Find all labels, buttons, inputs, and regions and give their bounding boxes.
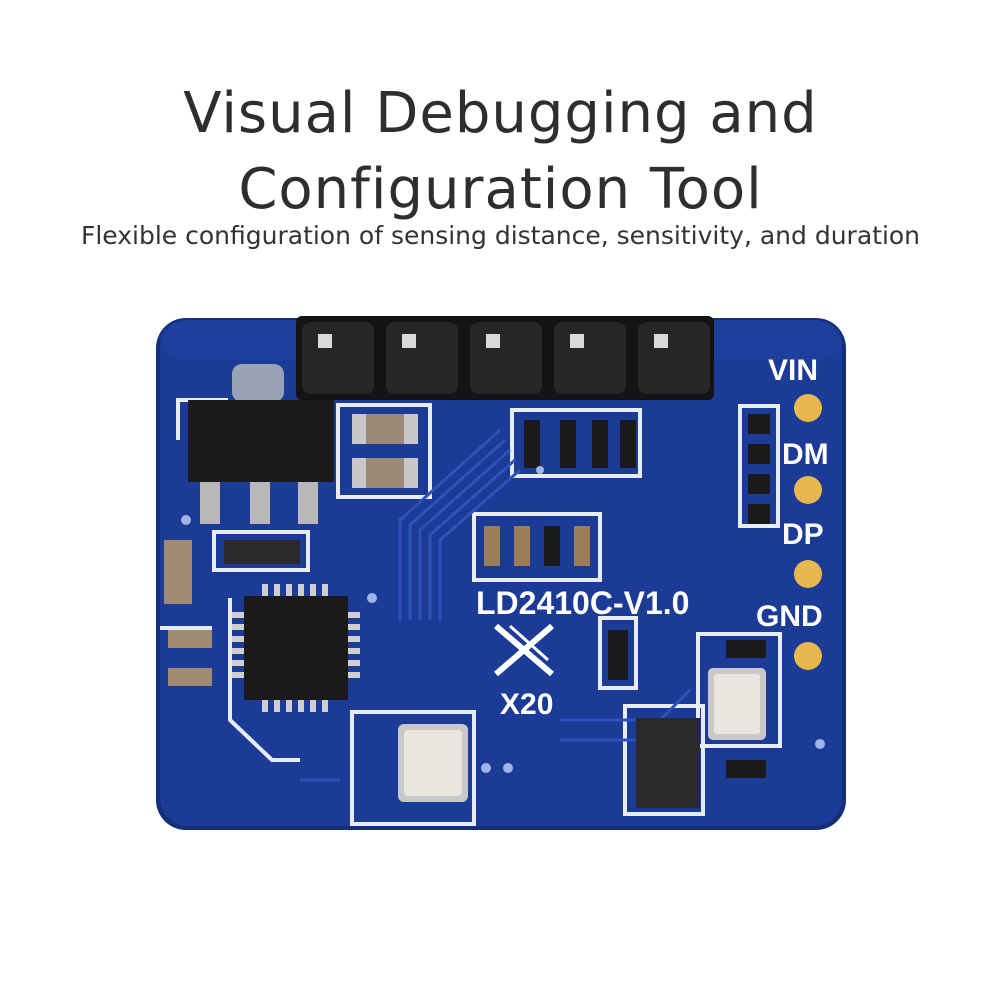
crystal-oscillators xyxy=(398,668,766,802)
pin-header xyxy=(296,316,714,400)
pin-label-dp: DP xyxy=(782,518,824,551)
gold-pads xyxy=(794,394,822,670)
inductor xyxy=(636,718,700,808)
pin-label-dm: DM xyxy=(782,438,829,471)
chip-label: X20 xyxy=(500,688,553,721)
voltage-regulator xyxy=(188,364,334,524)
pin-label-gnd: GND xyxy=(756,600,823,633)
silkscreen-outlines xyxy=(160,398,782,826)
passive-components xyxy=(164,414,770,778)
pin-label-vin: VIN xyxy=(768,354,818,387)
subtitle: Flexible configuration of sensing distan… xyxy=(80,221,921,250)
title-line-2: Configuration Tool xyxy=(238,157,763,222)
mcu-chip xyxy=(232,584,360,712)
pcb-traces xyxy=(300,428,692,782)
x-logo xyxy=(494,623,554,677)
vias xyxy=(181,466,825,773)
model-label: LD2410C-V1.0 xyxy=(476,585,689,621)
title-line-1: Visual Debugging and xyxy=(183,81,818,146)
